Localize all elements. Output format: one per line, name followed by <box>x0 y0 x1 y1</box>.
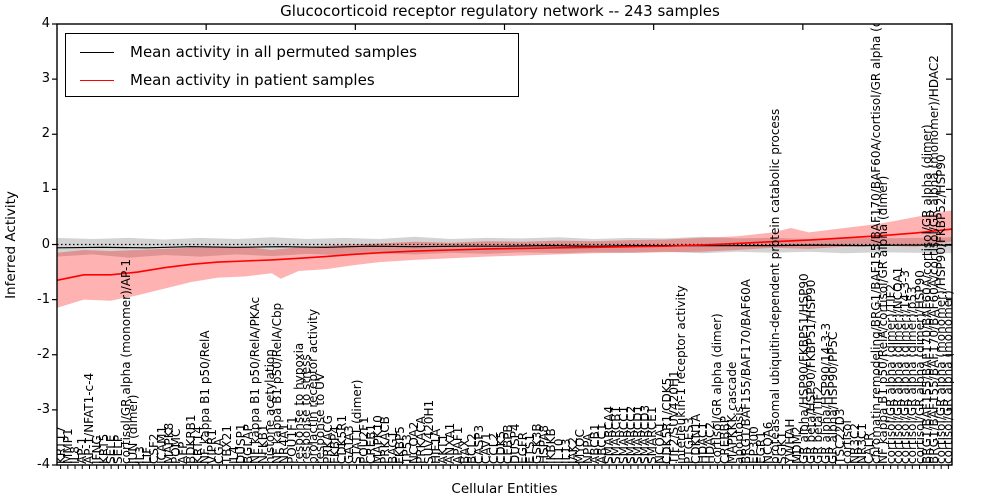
y-tick-label: -4 <box>37 457 50 472</box>
y-tick-label: -1 <box>37 291 50 307</box>
y-tick-label: -3 <box>37 401 50 417</box>
legend: Mean activity in all permuted samples Me… <box>65 33 519 97</box>
patient-line-sample-icon <box>80 79 114 81</box>
patient-range-band <box>57 210 952 308</box>
legend-item-patient: Mean activity in patient samples <box>80 70 375 90</box>
y-tick-label: -2 <box>37 346 50 362</box>
x-tick-label: proteasomal ubiquitin-dependent protein … <box>768 108 783 464</box>
y-tick-label: 4 <box>41 16 50 31</box>
legend-label-patient: Mean activity in patient samples <box>130 71 375 89</box>
x-tick-label: cortisol/GR alpha (monomer) <box>941 290 954 464</box>
legend-item-permuted: Mean activity in all permuted samples <box>80 42 417 62</box>
patient-mean-line <box>56 228 953 282</box>
y-tick-label: 1 <box>41 181 50 197</box>
legend-label-permuted: Mean activity in all permuted samples <box>130 43 417 61</box>
permuted-mean-line <box>56 244 952 249</box>
permuted-range-band <box>57 236 952 258</box>
chart-title: Glucocorticoid receptor regulatory netwo… <box>280 2 720 20</box>
y-tick-label: 2 <box>41 126 50 142</box>
x-axis-label: Cellular Entities <box>451 481 558 497</box>
y-tick-label: 0 <box>41 236 50 252</box>
y-tick-label: 3 <box>41 71 50 87</box>
permuted-line-sample-icon <box>80 51 114 53</box>
